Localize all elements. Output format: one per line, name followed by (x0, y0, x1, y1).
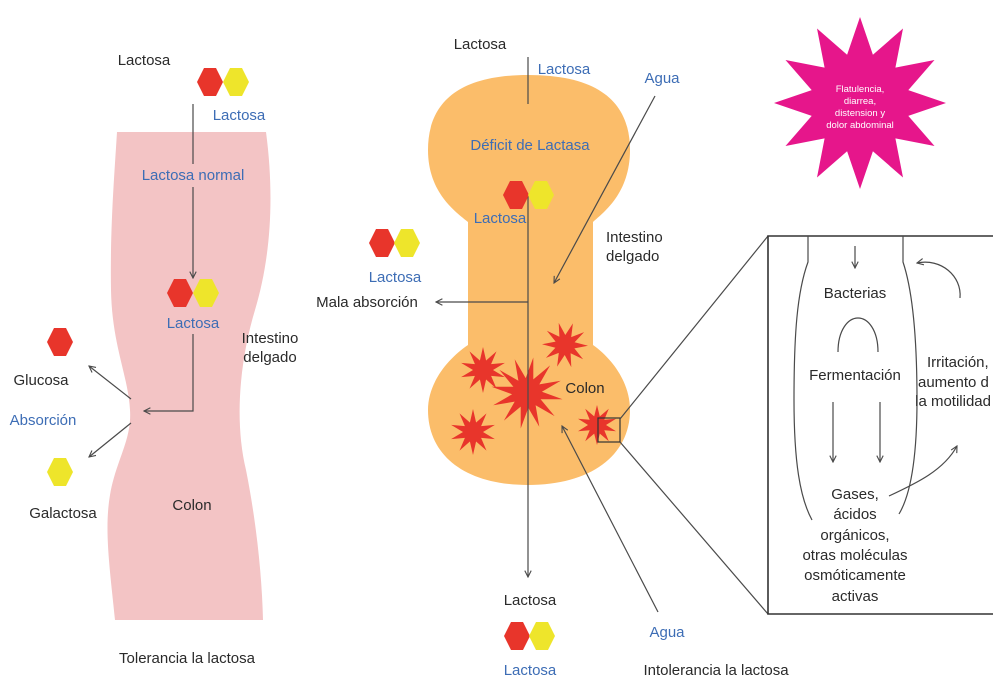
symptom-text: dolor abdominal (826, 120, 894, 131)
lactose-label: Lactosa (454, 36, 507, 53)
normal-lactose-label: Lactosa normal (142, 167, 245, 184)
symptom-text: diarrea, (844, 96, 876, 107)
absorption-label: Absorción (10, 412, 77, 429)
intolerance-caption: Intolerancia la lactosa (643, 662, 789, 679)
product-text: orgánicos, (820, 527, 889, 544)
tolerance-caption: Tolerancia la lactosa (119, 650, 256, 667)
small-intestine-band (107, 132, 270, 620)
fermentation-detail-panel: Bacterias Fermentación Gases, ácidos org… (768, 236, 993, 614)
galactose-hexagon (529, 622, 555, 650)
malabsorption-label: Mala absorción (316, 294, 418, 311)
water-label-bottom: Agua (649, 624, 685, 641)
glucose-hexagon (197, 68, 223, 96)
tolerance-panel: Lactosa Lactosa Lactosa normal Lactosa I… (10, 52, 299, 667)
fermentation-arch (838, 318, 878, 352)
irritation-curved-arrow (889, 446, 957, 496)
effect-text: la motilidad (915, 393, 991, 410)
small-intestine-label: delgado (243, 349, 296, 366)
galactose-hexagon (47, 458, 73, 486)
galactose-hexagon (223, 68, 249, 96)
symptom-text: distension y (835, 108, 885, 119)
symptom-text: Flatulencia, (836, 84, 885, 95)
small-intestine-label: Intestino (242, 330, 299, 347)
effect-text: aumento d (918, 374, 989, 391)
lactose-in-intestine-label: Lactosa (474, 210, 527, 227)
zoom-connector-bottom (620, 442, 768, 614)
fermentation-label: Fermentación (809, 367, 901, 384)
lactose-in-intestine-label: Lactosa (167, 315, 220, 332)
glucose-hexagon (369, 229, 395, 257)
colon-wall-right (899, 236, 917, 514)
glucose-hexagon (47, 328, 73, 356)
effect-text: Irritación, (927, 354, 989, 371)
small-intestine-label: delgado (606, 248, 659, 265)
glucose-hexagon (504, 622, 530, 650)
lactose-molecule-label: Lactosa (213, 107, 266, 124)
product-text: ácidos (833, 506, 876, 523)
intolerance-panel: Lactosa Lactosa Agua Déficit de Lactasa … (316, 36, 789, 679)
motility-curved-arrow (917, 262, 960, 298)
product-text: activas (832, 588, 879, 605)
colon-label: Colon (172, 497, 211, 514)
product-text: osmóticamente (804, 567, 906, 584)
product-text: otras moléculas (802, 547, 907, 564)
excreted-lactose-molecule-label: Lactosa (504, 662, 557, 679)
symptoms-callout: Flatulencia, diarrea, distension y dolor… (774, 17, 946, 189)
water-label-top: Agua (644, 70, 680, 87)
lactose-label: Lactosa (118, 52, 171, 69)
lactase-deficit-label: Déficit de Lactasa (470, 137, 590, 154)
bacteria-label: Bacterias (824, 285, 887, 302)
product-text: Gases, (831, 486, 879, 503)
galactose-hexagon (394, 229, 420, 257)
glucose-label: Glucosa (13, 372, 69, 389)
malabsorbed-lactose-label: Lactosa (369, 269, 422, 286)
small-intestine-label: Intestino (606, 229, 663, 246)
colon-label: Colon (565, 380, 604, 397)
galactose-label: Galactosa (29, 505, 97, 522)
excreted-lactose-label: Lactosa (504, 592, 557, 609)
lactose-molecule-label: Lactosa (538, 61, 591, 78)
